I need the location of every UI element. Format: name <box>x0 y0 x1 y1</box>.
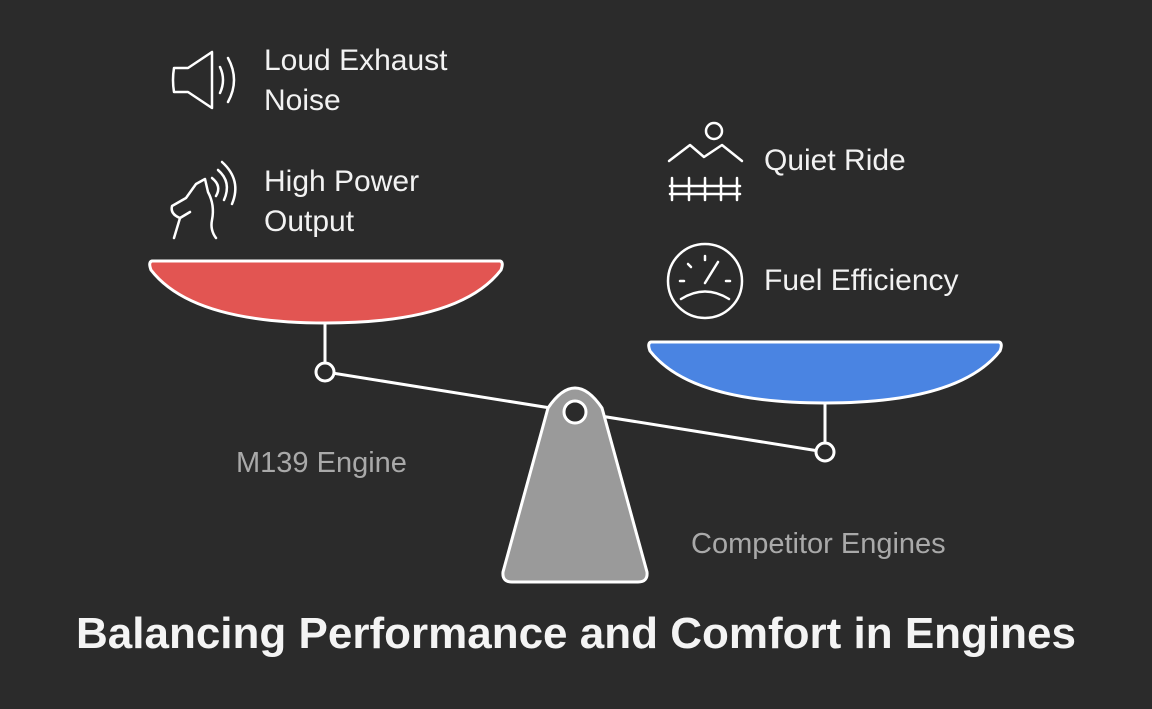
left-pan <box>148 259 504 325</box>
competitor-engines-label: Competitor Engines <box>691 528 946 560</box>
fulcrum-pivot <box>562 399 588 425</box>
fuel-efficiency-label: Fuel Efficiency <box>764 264 959 297</box>
diagram-title: Balancing Performance and Comfort in Eng… <box>76 609 1076 658</box>
right-pan-joint <box>814 441 836 463</box>
howling-wolf-icon <box>170 160 237 240</box>
speedometer-icon <box>666 242 744 320</box>
left-pan-joint <box>314 361 336 383</box>
label-line: Loud Exhaust <box>264 44 448 77</box>
m139-engine-label: M139 Engine <box>236 447 407 479</box>
fulcrum <box>501 386 649 584</box>
right-pan <box>647 340 1003 405</box>
speaker-icon <box>171 50 236 110</box>
label-line: High Power <box>264 165 420 198</box>
loud-exhaust-noise-label: Loud Exhaust Noise <box>264 41 447 121</box>
high-power-output-label: High Power Output <box>264 162 419 242</box>
label-line: Noise <box>264 84 341 117</box>
quiet-ride-label: Quiet Ride <box>764 144 906 177</box>
label-line: Output <box>264 205 355 238</box>
landscape-fence-icon <box>667 121 744 202</box>
